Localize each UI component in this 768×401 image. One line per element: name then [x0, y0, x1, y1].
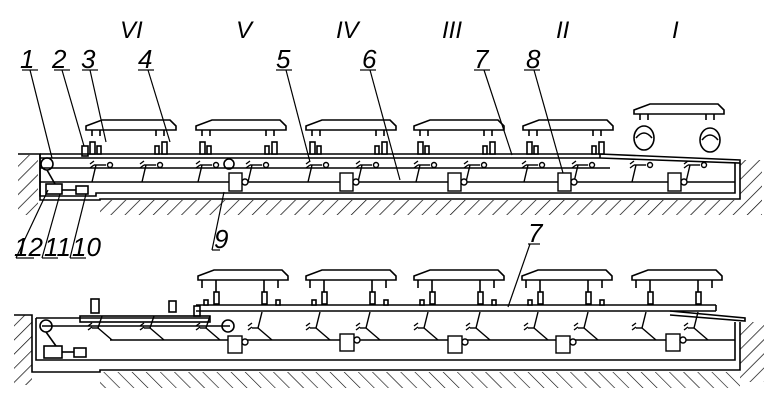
actuator: [557, 172, 572, 192]
gearbox: [43, 345, 63, 359]
actuator: [339, 172, 354, 192]
callout-label: 4: [138, 44, 152, 74]
ground-hatch-right: [740, 160, 762, 215]
cart: [197, 269, 289, 306]
cart: [195, 119, 287, 155]
callout-label: 1: [20, 44, 34, 74]
section-label: IV: [336, 17, 361, 44]
lower-section: [14, 298, 764, 388]
callout-label: 7: [528, 218, 544, 248]
actuator: [555, 335, 571, 354]
ground-hatch-right: [740, 322, 764, 382]
cart: [522, 119, 614, 155]
lower-mechanisms: [87, 311, 709, 354]
cart: [631, 269, 723, 305]
ground-hatch-left: [18, 155, 38, 215]
callout-numbers-upper: 1 2 3 4 5 6 7 8 9 10 11 12: [14, 44, 541, 262]
lower-carts: [197, 269, 723, 306]
actuator: [447, 172, 462, 192]
actuator: [667, 172, 682, 192]
post: [90, 298, 100, 314]
actuator: [227, 335, 243, 354]
upper-section: [18, 145, 762, 215]
cart: [413, 269, 505, 306]
actuator: [339, 333, 355, 352]
ground-hatch-bottom: [100, 372, 740, 388]
callout-label: 5: [276, 44, 291, 74]
callout-label: 3: [81, 44, 96, 74]
post: [168, 300, 177, 313]
callout-label: 8: [526, 44, 541, 74]
callouts-lower: [507, 243, 540, 308]
pit-inner-wall: [39, 158, 736, 197]
motor: [75, 185, 89, 195]
section-label: VI: [120, 17, 143, 44]
callout-label: 6: [362, 44, 377, 74]
gearbox: [45, 183, 63, 195]
actuator: [447, 335, 463, 354]
callout-label: 9: [214, 224, 228, 254]
callout-label: 2: [51, 44, 67, 74]
section-label: II: [556, 17, 570, 44]
cart: [305, 269, 397, 306]
ground-hatch-bottom: [100, 200, 740, 215]
callout-label: 12: [14, 232, 43, 262]
actuator: [665, 333, 681, 352]
shuttle-frame: [79, 315, 211, 323]
ramp: [669, 310, 746, 322]
callout-label: 7: [474, 44, 490, 74]
stop-post: [193, 305, 201, 317]
stop-post: [81, 145, 89, 157]
cart: [521, 269, 613, 306]
ramp: [599, 153, 741, 164]
section-label: I: [672, 17, 679, 44]
upper-mechanisms: [89, 160, 708, 192]
section-label: V: [236, 17, 254, 44]
cart-on-wheels: [633, 103, 725, 153]
return-pulley: [221, 319, 235, 333]
pit-outline: [14, 314, 741, 373]
pit-inner-wall: [35, 318, 736, 361]
pulley-9: [223, 158, 235, 170]
cart: [85, 119, 177, 155]
upper-carts: [85, 103, 725, 155]
cart: [305, 119, 397, 155]
callout-label: 10: [72, 232, 101, 262]
section-labels: VI V IV III II I: [120, 17, 679, 44]
callouts-upper: [15, 69, 564, 259]
wheel: [633, 125, 655, 151]
callout-label: 11: [44, 232, 71, 262]
ground-hatch-left: [14, 315, 32, 385]
motor: [73, 347, 87, 358]
section-label: III: [442, 17, 462, 44]
wheel: [699, 127, 721, 153]
cart: [413, 119, 505, 155]
actuator: [228, 172, 243, 192]
